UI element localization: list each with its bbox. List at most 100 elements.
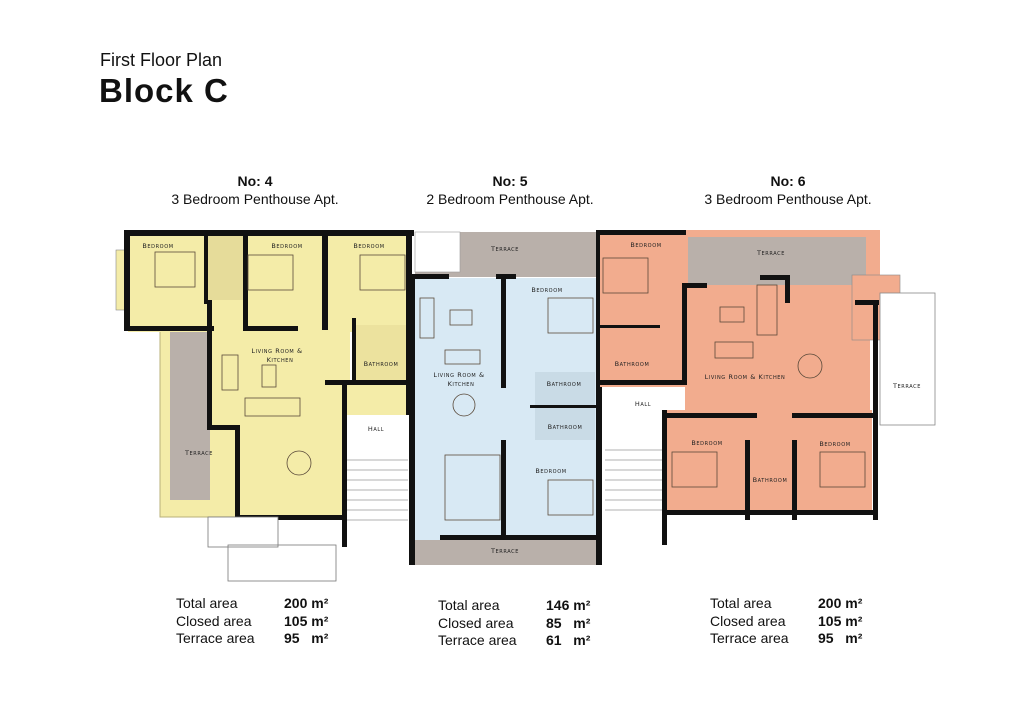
room-label: Bathroom: [548, 423, 583, 431]
wall: [342, 382, 347, 547]
room-label: Living Room &: [251, 347, 302, 355]
bed: [547, 297, 594, 334]
wall: [124, 230, 130, 330]
room-label: Hall: [635, 400, 651, 408]
stair-landing: [227, 544, 337, 582]
area-label: Terrace area: [176, 630, 255, 646]
area-value: 95 m²: [284, 630, 329, 646]
room-label: Bedroom: [535, 467, 566, 475]
area-row: Terrace area 95 m²: [176, 630, 328, 648]
room-label: Living Room & Kitchen: [705, 373, 786, 381]
wall: [596, 230, 602, 565]
wall: [440, 535, 600, 540]
plan-subtitle: First Floor Plan: [100, 50, 223, 70]
area-value: 146 m²: [546, 597, 591, 613]
wall: [682, 283, 707, 288]
bed: [547, 479, 594, 516]
apartment-6-header: No: 6 3 Bedroom Penthouse Apt.: [668, 173, 908, 207]
apartment-5-header: No: 5 2 Bedroom Penthouse Apt.: [390, 173, 630, 207]
apartment-type: 3 Bedroom Penthouse Apt.: [704, 191, 872, 207]
wall: [409, 274, 449, 279]
room-label: Bedroom: [691, 439, 722, 447]
room-label: Living Room &: [433, 371, 484, 379]
room-label: Bedroom: [353, 242, 384, 250]
wall: [785, 275, 790, 303]
room-label: Bedroom: [271, 242, 302, 250]
wall: [243, 326, 298, 331]
bathroom: [355, 325, 410, 380]
stairs: [605, 449, 665, 511]
area-label: Terrace area: [710, 630, 789, 646]
stair-top: [414, 231, 461, 273]
wall: [409, 275, 415, 565]
terrace-right: [879, 292, 936, 426]
wall: [501, 278, 506, 388]
room-label: Terrace: [490, 547, 519, 555]
room-label: Bathroom: [547, 380, 582, 388]
dining-table: [286, 450, 312, 476]
living-room: [685, 285, 870, 415]
apartment-type: 3 Bedroom Penthouse Apt.: [171, 191, 339, 207]
bed: [154, 251, 196, 288]
wall: [855, 300, 879, 305]
sofa: [244, 397, 301, 417]
wall: [665, 510, 877, 515]
room-label: Bedroom: [819, 440, 850, 448]
wall: [792, 413, 877, 418]
area-label: Total area: [438, 597, 500, 613]
sofa: [444, 349, 481, 365]
bed: [819, 451, 866, 488]
wall: [496, 274, 516, 279]
room-label: Kitchen: [448, 380, 475, 388]
wall: [596, 230, 686, 235]
room-label: Terrace: [184, 449, 213, 457]
bedrooms-zone: [667, 410, 872, 515]
room-label: Terrace: [892, 382, 921, 390]
wall: [124, 326, 214, 331]
wall: [207, 425, 237, 430]
living-room: [210, 300, 350, 515]
coffee-table: [719, 306, 745, 323]
area-label: Closed area: [176, 612, 252, 629]
wall: [352, 318, 356, 383]
wall: [501, 440, 506, 540]
dining-table: [452, 393, 476, 417]
wall: [600, 380, 685, 385]
apartment-6-plan: [596, 230, 936, 520]
apartment-number: No: 4: [237, 173, 273, 189]
wall: [792, 440, 797, 520]
wall: [235, 425, 240, 520]
terrace-bottom: [415, 540, 600, 565]
area-label: Total area: [176, 595, 238, 611]
wall: [207, 300, 212, 430]
area-row: Terrace area 95 m²: [710, 630, 862, 648]
wall: [873, 300, 878, 520]
area-value: 85 m²: [546, 614, 591, 631]
bed: [359, 254, 406, 291]
room-label: Terrace: [490, 245, 519, 253]
apartment-type: 2 Bedroom Penthouse Apt.: [426, 191, 594, 207]
wall: [760, 275, 790, 280]
wall: [745, 440, 750, 520]
coffee-table: [449, 309, 473, 326]
ensuite-bathroom: [205, 232, 245, 302]
wall: [662, 410, 667, 545]
area-value: 95 m²: [818, 630, 863, 646]
wall: [325, 380, 410, 385]
stair-hall-right: [600, 385, 667, 545]
area-row: Total area 146 m²: [438, 597, 590, 615]
area-value: 105 m²: [818, 612, 863, 629]
sofa: [756, 284, 778, 336]
wall: [322, 230, 328, 330]
room-label: Terrace: [756, 249, 785, 257]
external-stair: [207, 516, 279, 548]
